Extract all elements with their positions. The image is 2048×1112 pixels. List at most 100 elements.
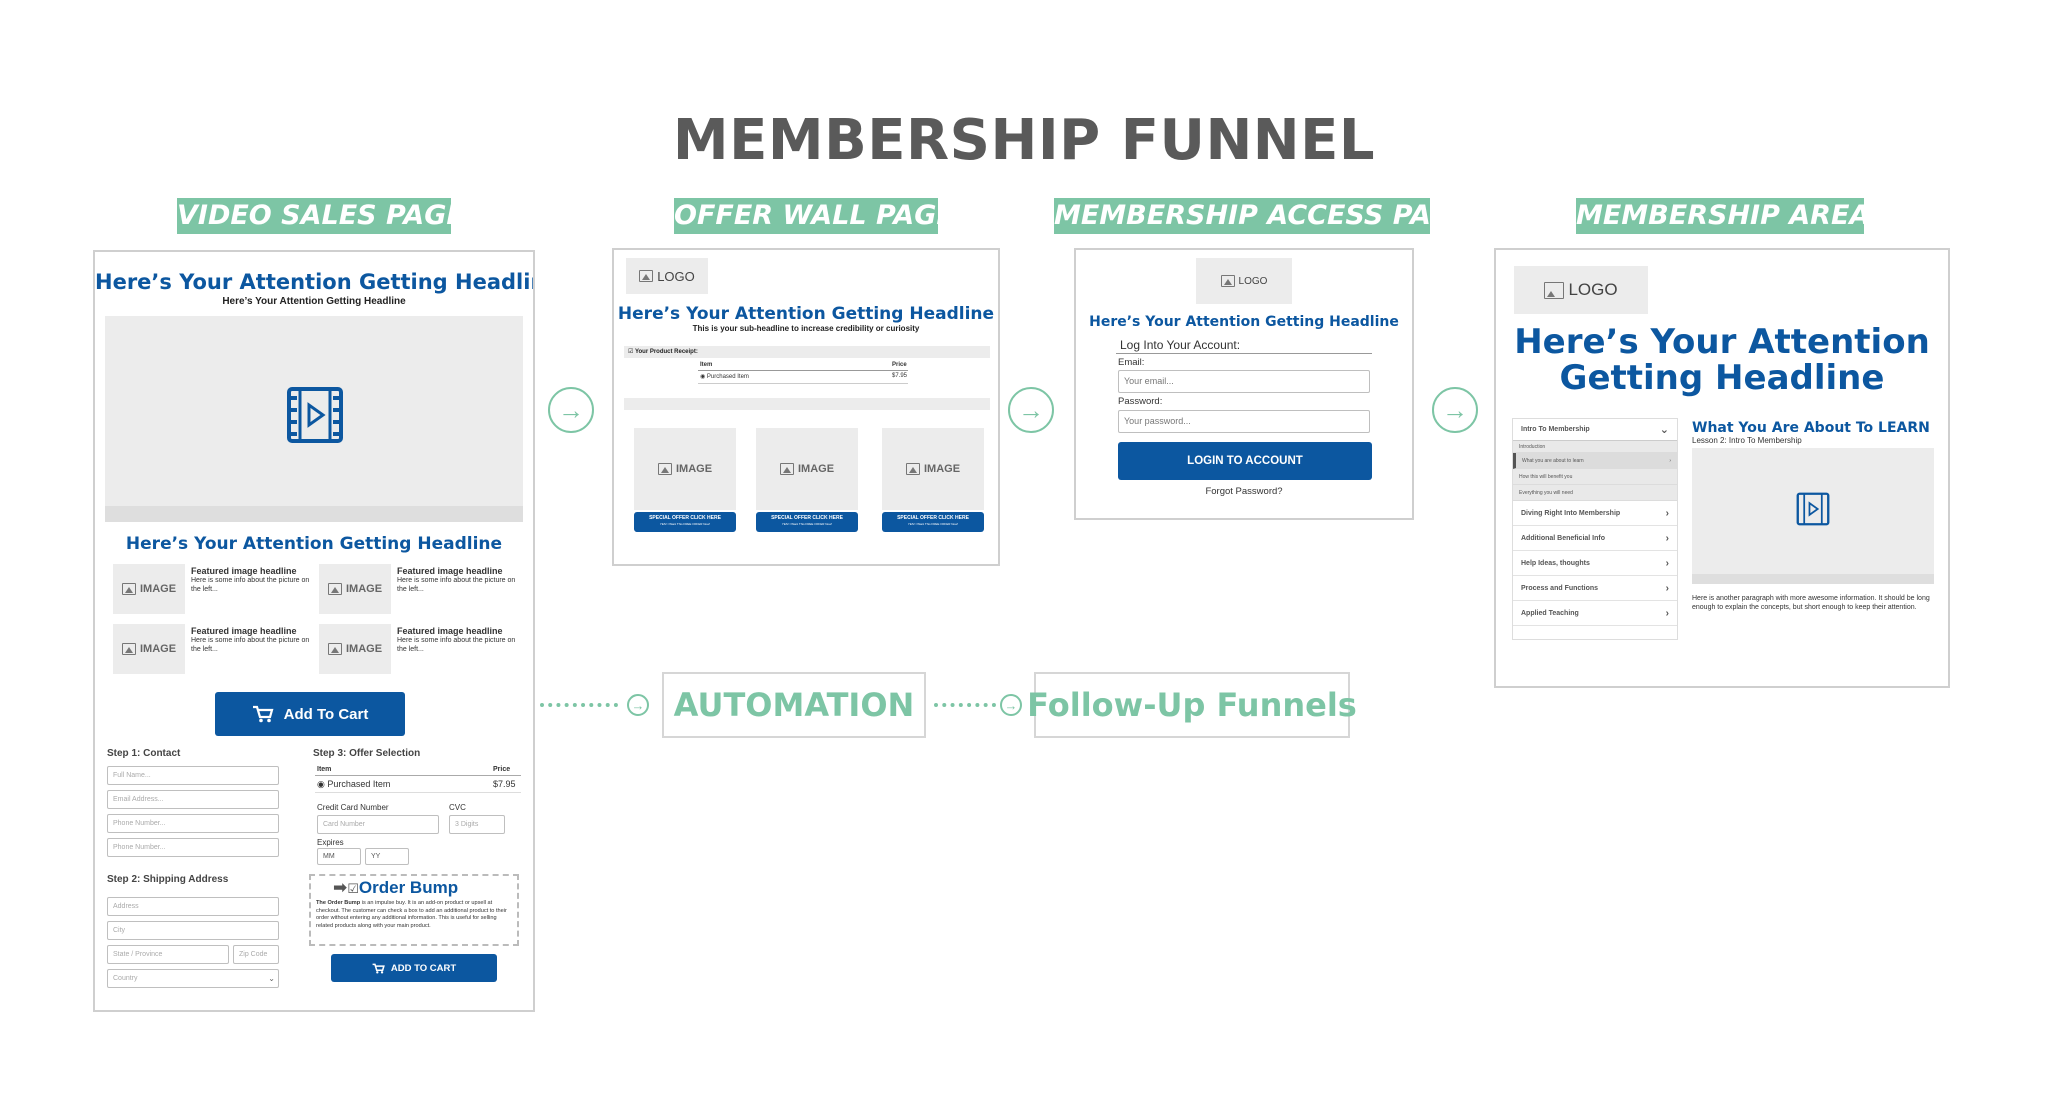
password-input[interactable]: Your password... — [1118, 410, 1370, 433]
dotted-connector — [934, 703, 996, 707]
state-field[interactable]: State / Province — [107, 945, 229, 964]
feature-image: IMAGE — [113, 564, 185, 614]
menu-module[interactable]: Additional Beneficial Info› — [1513, 526, 1677, 551]
expiry-year-select[interactable]: YY — [365, 848, 409, 865]
step-badge-video-sales-page: VIDEO SALES PAGE — [177, 198, 451, 234]
feature-text: Featured image headline Here is some inf… — [191, 566, 310, 593]
order-bump-title[interactable]: ➡☑Order Bump — [333, 878, 459, 897]
ma-headline-line2: Getting Headline — [1559, 358, 1885, 398]
vsp-headline: Here’s Your Attention Getting Headline — [95, 270, 535, 294]
card-number-field[interactable]: Card Number — [317, 815, 439, 834]
country-select[interactable]: Country ⌄ — [107, 969, 279, 988]
item-header: Item — [317, 766, 332, 773]
receipt-price: $7.95 — [892, 373, 908, 379]
menu-lesson-active[interactable]: What you are about to learn› — [1513, 453, 1677, 469]
menu-lesson[interactable]: Everything you will need — [1513, 485, 1677, 501]
image-icon — [905, 463, 920, 475]
divider — [315, 792, 521, 793]
chevron-right-icon: › — [1665, 507, 1669, 519]
dotted-connector — [540, 703, 618, 707]
password-label: Password: — [1118, 396, 1163, 407]
divider — [315, 775, 521, 776]
phone-field[interactable]: Phone Number... — [107, 814, 279, 833]
feature-grid: IMAGE Featured image headline Here is so… — [113, 564, 515, 684]
video-icon — [287, 387, 343, 443]
step3-label: Step 3: Offer Selection — [313, 748, 421, 759]
cart-icon — [372, 963, 385, 974]
lesson-title: What You Are About To LEARN — [1692, 420, 1930, 436]
vsp-headline-2: Here’s Your Attention Getting Headline — [125, 534, 503, 554]
feature-image: IMAGE — [319, 564, 391, 614]
feature-text: Featured image headline Here is some inf… — [397, 566, 516, 593]
receipt-bar: ☑ Your Product Receipt: — [624, 346, 990, 358]
video-player[interactable] — [105, 316, 523, 522]
zip-field[interactable]: Zip Code — [233, 945, 279, 964]
video-controls-bar[interactable] — [1692, 574, 1934, 584]
menu-module[interactable]: Process and Functions› — [1513, 576, 1677, 601]
order-bump-text: The Order Bump is an impulse buy. It is … — [316, 900, 507, 929]
arrow-right-icon: → — [1008, 387, 1054, 433]
email-field[interactable]: Email Address... — [107, 790, 279, 809]
video-controls-bar[interactable] — [105, 506, 523, 522]
offer-image: IMAGE — [882, 428, 984, 510]
image-icon — [657, 463, 672, 475]
arrow-right-icon: → — [1000, 694, 1022, 716]
city-field[interactable]: City — [107, 921, 279, 940]
image-icon — [779, 463, 794, 475]
automation-box: AUTOMATION — [662, 672, 926, 738]
arrow-right-icon: → — [548, 387, 594, 433]
arrow-right-icon: ➡ — [333, 878, 348, 897]
add-to-cart-button[interactable]: Add To Cart — [215, 692, 405, 736]
purchased-item-radio[interactable]: ◉ Purchased Item — [317, 779, 391, 789]
expiry-month-select[interactable]: MM — [317, 848, 361, 865]
menu-lesson[interactable]: Introduction — [1513, 441, 1677, 453]
image-icon — [121, 643, 136, 655]
image-icon — [639, 270, 654, 282]
menu-module-title[interactable]: Intro To Membership⌄ — [1513, 419, 1677, 441]
divider — [698, 370, 908, 371]
menu-module[interactable]: Applied Teaching› — [1513, 601, 1677, 626]
arrow-right-icon: → — [627, 694, 649, 716]
chevron-right-icon: › — [1665, 582, 1669, 594]
ma-headline-line1: Here’s Your Attention — [1514, 322, 1930, 362]
add-to-cart-small-button[interactable]: ADD TO CART — [331, 954, 497, 982]
full-name-field[interactable]: Full Name... — [107, 766, 279, 785]
chevron-right-icon: › — [1665, 557, 1669, 569]
image-icon — [1220, 275, 1235, 287]
step-badge-membership-access-page: MEMBERSHIP ACCESS PAGE — [1054, 198, 1430, 234]
lesson-video-player[interactable] — [1692, 448, 1934, 584]
step-badge-membership-area: MEMBERSHIP AREA — [1576, 198, 1864, 234]
phone-field[interactable]: Phone Number... — [107, 838, 279, 857]
email-input[interactable]: Your email... — [1118, 370, 1370, 393]
lesson-paragraph: Here is another paragraph with more awes… — [1692, 595, 1930, 611]
feature-image: IMAGE — [113, 624, 185, 674]
membership-area-panel: LOGO Here’s Your Attention Getting Headl… — [1494, 248, 1950, 688]
cvc-label: CVC — [449, 803, 466, 812]
divider — [1116, 353, 1372, 354]
logo-placeholder: LOGO — [1514, 266, 1648, 314]
order-bump-box[interactable]: ➡☑Order Bump The Order Bump is an impuls… — [309, 874, 519, 946]
chevron-down-icon: ⌄ — [1659, 424, 1669, 436]
video-icon — [1796, 492, 1830, 526]
menu-module[interactable]: Help Ideas, thoughts› — [1513, 551, 1677, 576]
cvc-field[interactable]: 3 Digits — [449, 815, 505, 834]
chevron-down-icon: ⌄ — [268, 974, 275, 983]
login-button[interactable]: LOGIN TO ACCOUNT — [1118, 442, 1372, 480]
image-icon — [327, 583, 342, 595]
logo-placeholder: LOGO — [626, 258, 708, 294]
checkbox-icon[interactable]: ☑ — [347, 881, 359, 896]
offer-image: IMAGE — [634, 428, 736, 510]
follow-up-funnels-box: Follow-Up Funnels — [1027, 672, 1357, 738]
offer-wall-page-panel: LOGO Here’s Your Attention Getting Headl… — [612, 248, 1000, 566]
chevron-right-icon: › — [1669, 457, 1671, 464]
menu-module[interactable]: Diving Right Into Membership› — [1513, 501, 1677, 526]
address-field[interactable]: Address — [107, 897, 279, 916]
step-badge-offer-wall-page: OFFER WALL PAGE — [674, 198, 938, 234]
menu-lesson[interactable]: How this will benefit you — [1513, 469, 1677, 485]
page-title: MEMBERSHIP FUNNEL — [672, 108, 1376, 173]
forgot-password-link[interactable]: Forgot Password? — [1205, 486, 1283, 497]
owp-subheadline: This is your sub-headline to increase cr… — [692, 324, 920, 333]
